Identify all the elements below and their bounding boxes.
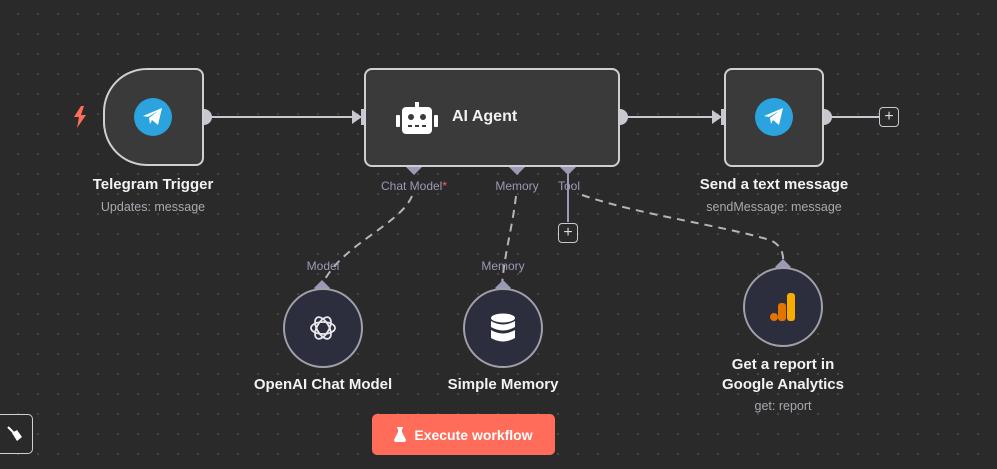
google-analytics-icon: [770, 293, 795, 321]
add-node-button[interactable]: +: [879, 107, 899, 127]
telegram-trigger-subtitle: Updates: message: [100, 200, 206, 214]
openai-chat-model-title: OpenAI Chat Model: [253, 376, 393, 393]
execute-workflow-label: Execute workflow: [414, 426, 533, 443]
ai-agent-node[interactable]: AI Agent: [364, 68, 620, 167]
chat-model-label-text: Chat Model: [380, 179, 443, 193]
required-marker: *: [442, 179, 448, 193]
send-input-arrow: [712, 110, 722, 124]
telegram-trigger-node[interactable]: [103, 68, 204, 166]
send-message-subtitle: sendMessage: message: [706, 200, 842, 214]
openai-handle-label: Model: [306, 259, 340, 273]
database-icon: [491, 313, 515, 342]
connection-tool[interactable]: [581, 194, 785, 266]
tidy-up-button[interactable]: [0, 414, 33, 454]
agent-input-arrow: [352, 110, 362, 124]
lightning-bolt-icon: [72, 106, 88, 133]
memory-node-handle-label: Memory: [481, 259, 525, 273]
chat-model-handle-label: Chat Model*: [381, 179, 447, 193]
send-message-title: Send a text message: [699, 176, 849, 193]
simple-memory-title: Simple Memory: [447, 376, 559, 393]
google-analytics-subtitle: get: report: [754, 399, 812, 413]
google-analytics-node[interactable]: [743, 267, 823, 347]
openai-icon: [310, 316, 336, 340]
execute-workflow-button[interactable]: Execute workflow: [372, 414, 555, 455]
robot-icon: [396, 102, 438, 139]
broom-icon: [6, 426, 22, 441]
telegram-icon: [134, 98, 172, 136]
flask-icon: [394, 427, 407, 442]
ai-agent-title: AI Agent: [452, 108, 518, 125]
google-analytics-title-line2: Google Analytics: [722, 376, 844, 393]
add-tool-button[interactable]: +: [558, 223, 578, 243]
tool-handle-label: Tool: [557, 179, 581, 193]
memory-handle-label: Memory: [495, 179, 539, 193]
openai-chat-model-node[interactable]: [283, 288, 363, 368]
connection-memory[interactable]: [501, 195, 517, 286]
telegram-icon: [755, 98, 793, 136]
connection-chat-model[interactable]: [321, 195, 413, 286]
send-message-node[interactable]: [724, 68, 824, 167]
simple-memory-node[interactable]: [463, 288, 543, 368]
google-analytics-title-line1: Get a report in: [731, 356, 835, 373]
telegram-trigger-title: Telegram Trigger: [92, 176, 214, 193]
